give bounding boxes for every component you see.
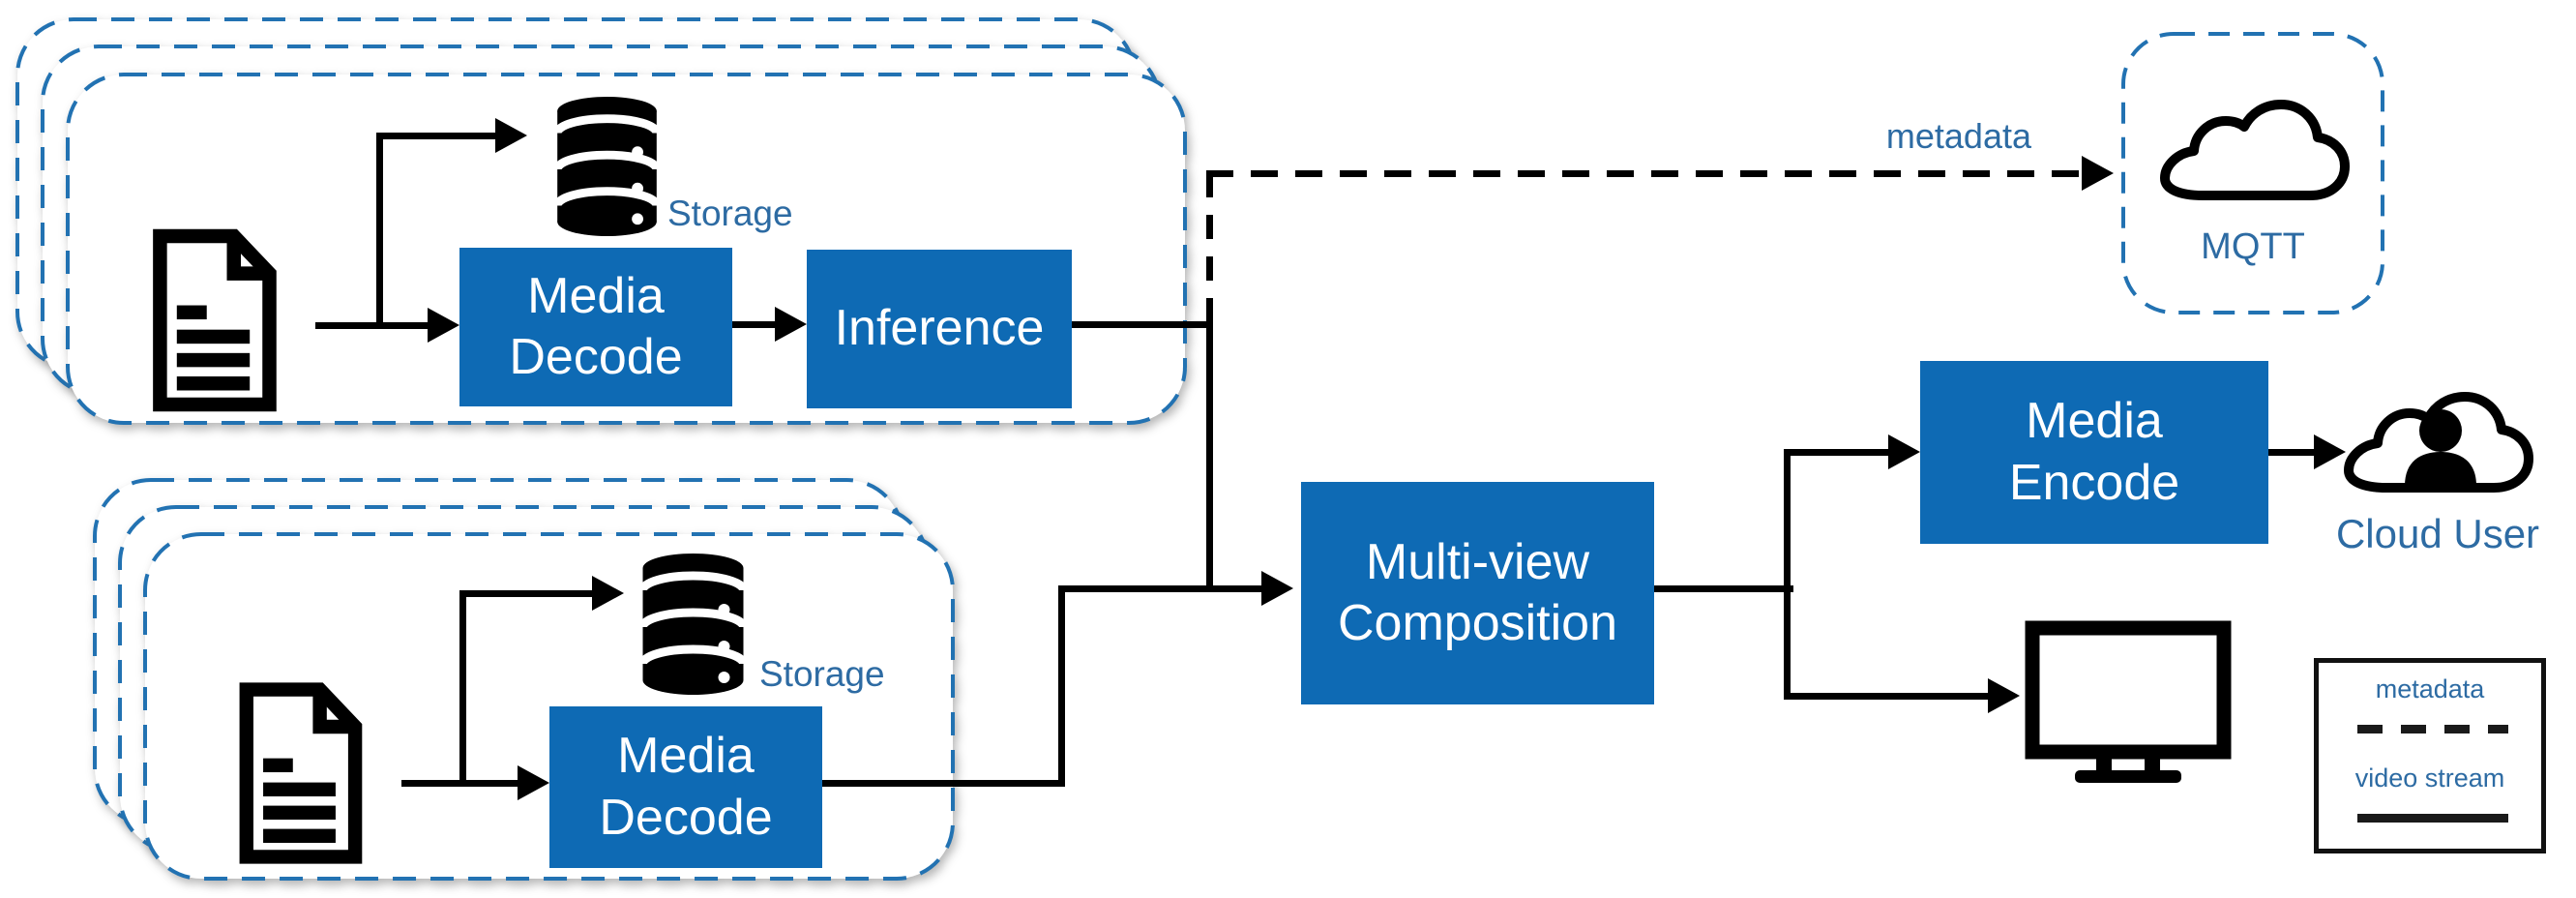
- metadata-dashed-horizontal: [1206, 170, 2082, 177]
- cloud-user-label: Cloud User: [2335, 511, 2540, 556]
- connector-multiview-out: [1654, 585, 1793, 592]
- mqtt-label: MQTT: [2201, 226, 2305, 267]
- arrowhead-into-inference: [775, 307, 807, 342]
- media-decode-box-bottom: Media Decode: [549, 706, 822, 868]
- media-decode-label-line2: Decode: [599, 789, 773, 846]
- connector-bottom-up: [1058, 585, 1065, 787]
- cloud-icon: [2160, 100, 2350, 200]
- connector-inference-out: [1072, 321, 1213, 328]
- connector-output-split: [1784, 449, 1791, 700]
- legend-box: metadata video stream: [2314, 658, 2546, 853]
- connector-into-multiview: [1058, 585, 1264, 592]
- connector-encode-out: [2268, 449, 2317, 456]
- connector-to-storage: [459, 590, 595, 597]
- connector-to-storage: [376, 133, 496, 139]
- multiview-composition-box: Multi-view Composition: [1301, 482, 1654, 704]
- inference-box: Inference: [807, 250, 1072, 408]
- inference-label: Inference: [834, 300, 1045, 357]
- arrowhead-into-media-decode: [428, 308, 459, 343]
- multiview-label-line2: Composition: [1337, 595, 1618, 651]
- legend-dashed-line: [2357, 725, 2508, 733]
- media-decode-label-line1: Media: [527, 267, 665, 324]
- arrowhead-into-storage: [495, 118, 527, 153]
- metadata-dashed-vertical: [1206, 173, 1213, 321]
- media-decode-box-top: Media Decode: [459, 248, 732, 406]
- connector-to-display: [1784, 693, 1991, 700]
- media-encode-box: Media Encode: [1920, 361, 2268, 544]
- metadata-arrow-label: metadata: [1885, 116, 2031, 156]
- connector-decode-to-inference: [732, 321, 778, 328]
- connector-to-encode: [1784, 449, 1891, 456]
- document-icon: [239, 682, 363, 864]
- storage-label-bottom: Storage: [759, 654, 885, 694]
- connector-bottom-decode-out: [822, 780, 1065, 787]
- document-icon: [153, 228, 277, 412]
- arrowhead-into-media-encode: [1888, 434, 1920, 469]
- arrowhead-into-multiview: [1261, 571, 1293, 606]
- connector-split-up: [459, 590, 466, 787]
- multiview-label-line1: Multi-view: [1365, 533, 1590, 590]
- storage-label-top: Storage: [667, 194, 793, 233]
- cloud-person-icon: [2344, 392, 2533, 493]
- media-decode-label-line1: Media: [617, 728, 755, 785]
- legend-solid-line: [2357, 814, 2508, 823]
- connector-doc-to-decode: [315, 322, 433, 329]
- arrowhead-into-media-decode: [518, 765, 549, 800]
- connector-junction-down: [1206, 321, 1213, 592]
- media-encode-label-line2: Encode: [2008, 454, 2180, 511]
- media-decode-label-line2: Decode: [509, 329, 683, 385]
- legend-video-stream-label: video stream: [2354, 763, 2505, 793]
- connector-split-up: [376, 133, 383, 329]
- arrowhead-into-storage: [592, 576, 624, 611]
- database-icon: [638, 554, 748, 695]
- arrowhead-into-mqtt: [2082, 156, 2114, 191]
- arrowhead-into-cloud-user: [2314, 434, 2346, 469]
- monitor-icon: [2025, 620, 2232, 783]
- database-icon: [553, 96, 661, 237]
- legend-metadata-label: metadata: [2375, 674, 2485, 703]
- media-encode-label-line1: Media: [2026, 393, 2163, 450]
- arrowhead-into-display: [1988, 678, 2020, 713]
